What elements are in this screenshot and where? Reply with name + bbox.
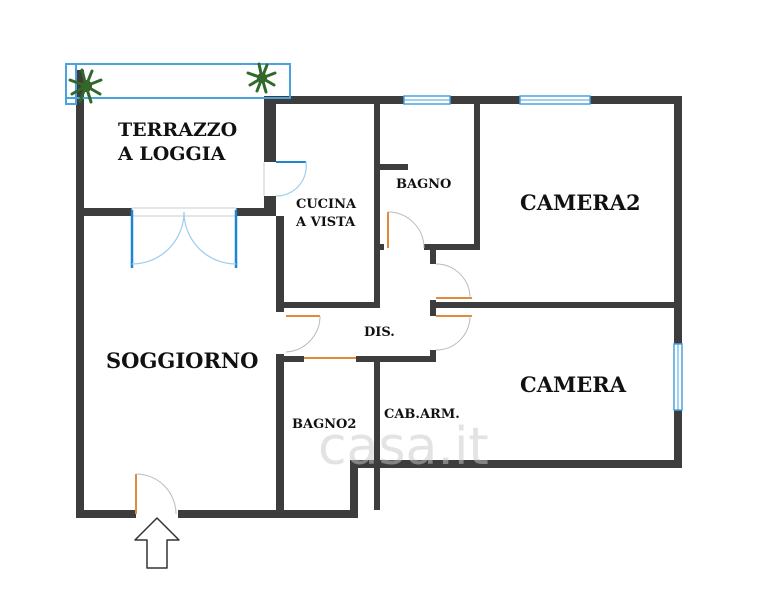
walls xyxy=(76,70,682,518)
room-label-camera: CAMERA xyxy=(520,372,627,397)
entrance-arrow-icon xyxy=(134,517,180,569)
room-label-cucina: CUCINA xyxy=(296,197,357,212)
potted-plant-icon xyxy=(246,62,277,94)
room-label-soggiorno: SOGGIORNO xyxy=(106,348,258,373)
room-label-loggia: A LOGGIA xyxy=(117,143,226,165)
watermark: casa.it xyxy=(318,417,489,477)
room-label-bagno: BAGNO xyxy=(396,177,451,192)
room-label-cab-arm: CAB.ARM. xyxy=(384,407,460,422)
doors xyxy=(135,211,472,515)
room-label-dis: DIS. xyxy=(364,325,395,340)
room-label-bagno2: BAGNO2 xyxy=(292,417,356,432)
room-label-vista: A VISTA xyxy=(295,215,356,230)
windows xyxy=(65,63,683,411)
room-label-terrazzo: TERRAZZO xyxy=(118,119,237,141)
potted-plant-icon xyxy=(68,68,103,104)
room-label-camera2: CAMERA2 xyxy=(520,190,641,215)
